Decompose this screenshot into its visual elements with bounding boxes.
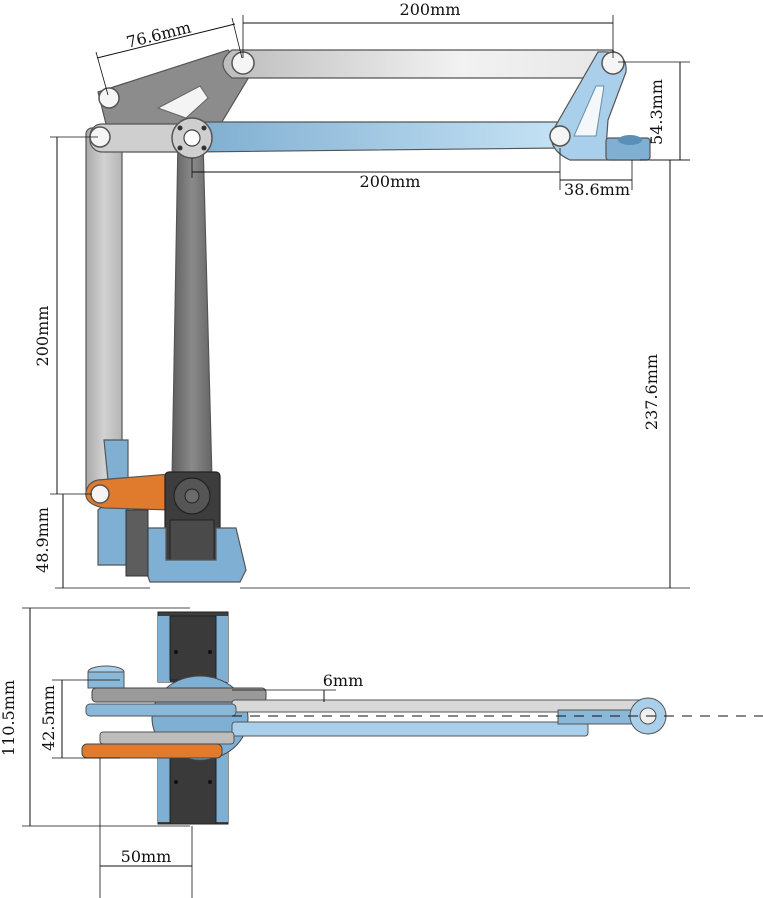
dim-tip-vertical: 54.3mm <box>647 79 666 145</box>
shoulder-screw <box>177 125 183 131</box>
orange-crank <box>85 473 173 511</box>
servo-bottom-screw <box>208 780 212 784</box>
top-view-blue-link <box>85 703 237 717</box>
servo-horn-bore <box>184 488 200 504</box>
servo-top-inner <box>169 615 217 681</box>
dim-short-link: 76.6mm <box>124 17 193 51</box>
end-spool-block <box>557 709 639 725</box>
servo-top-flange-right <box>216 616 228 682</box>
dim-tip-horizontal: 38.6mm <box>564 180 630 199</box>
shoulder-hub-bore <box>183 129 201 147</box>
servo-top-screw <box>174 650 178 654</box>
dim-link-spacing: 42.5mm <box>39 685 58 751</box>
crank-pivot <box>90 484 110 504</box>
pivot-blue-end <box>549 125 571 147</box>
dim-vertical-link: 200mm <box>33 306 52 367</box>
top-view-orange-crank <box>81 743 223 759</box>
dim-total-height: 237.6mm <box>642 354 661 430</box>
top-view-top-link <box>91 687 267 703</box>
top-view-gray-mid <box>99 731 235 745</box>
top-link <box>222 49 621 79</box>
servo-bottom-inner <box>169 755 217 825</box>
dim-base-offset: 50mm <box>121 847 172 866</box>
top-view: 110.5mm 42.5mm 6mm 50mm <box>0 607 763 898</box>
shoulder-screw <box>201 145 207 151</box>
lower-arm-blue <box>191 121 568 153</box>
shoulder-screw <box>177 145 183 151</box>
dim-link-thickness: 6mm <box>323 671 364 690</box>
dim-base-height: 48.9mm <box>33 507 52 573</box>
end-effector-cap <box>618 135 642 145</box>
dim-lower-arm: 200mm <box>360 172 421 191</box>
base-blue <box>143 527 247 583</box>
dim-overall-depth: 110.5mm <box>0 680 18 756</box>
servo-top-flange <box>158 616 170 682</box>
servo-bottom-flange-right <box>216 752 228 822</box>
end-effector-cutout <box>573 85 605 137</box>
servo-bottom-flange <box>158 752 170 822</box>
dim-top-link: 200mm <box>400 0 461 19</box>
drive-link-dark <box>171 139 213 481</box>
dimension-lines-top <box>22 607 336 898</box>
shoulder-screw <box>201 125 207 131</box>
servo-bottom-screw <box>174 780 178 784</box>
pivot-plate-left <box>98 87 120 109</box>
servo-bracket <box>169 519 215 561</box>
side-view: 200mm 76.6mm 54.3mm 200mm 38.6mm 200mm 2… <box>33 0 690 589</box>
servo-top-screw <box>208 650 212 654</box>
triangle-plate-cutout <box>156 85 209 119</box>
top-view-blue-long <box>231 721 589 737</box>
dimension-lines-side <box>50 15 690 589</box>
base-left-block <box>125 509 149 577</box>
